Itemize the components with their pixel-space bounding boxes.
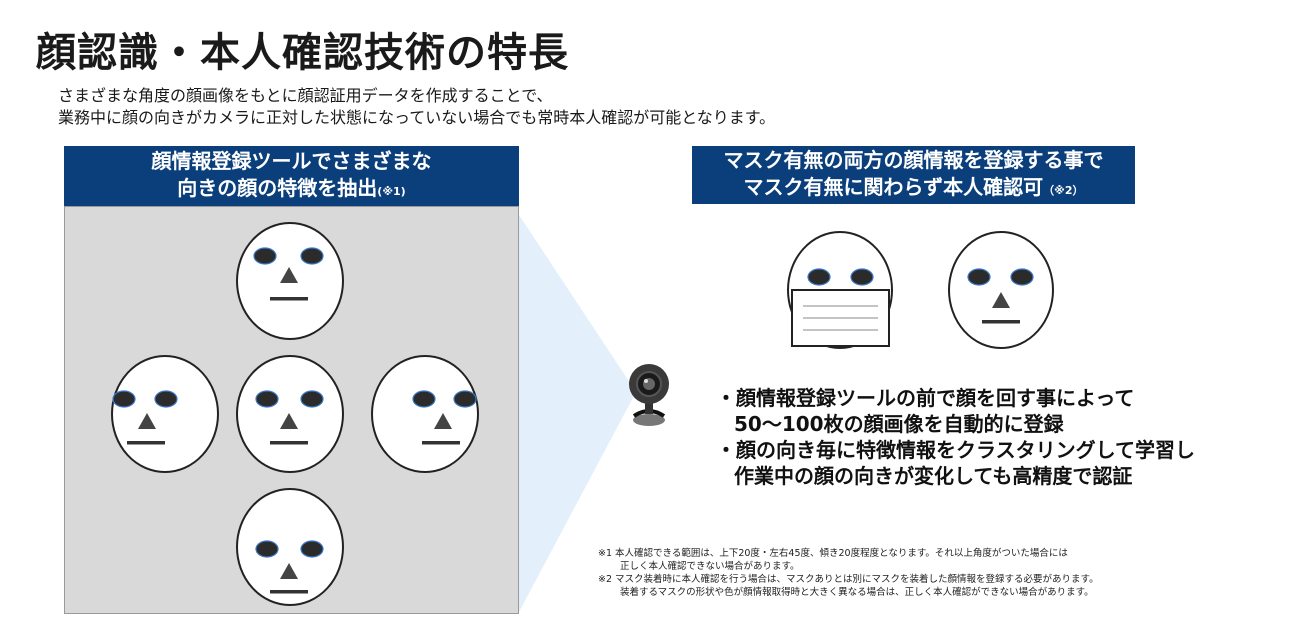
bullet-2-line-1: ・顔の向き毎に特徴情報をクラスタリングして学習し	[716, 438, 1195, 462]
note-2-line-2: 装着するマスクの形状や色が顔情報取得時と大きく異なる場合は、正しく本人確認ができ…	[620, 587, 1094, 598]
left-banner-note: (※1)	[377, 185, 406, 198]
right-banner-line-1: マスク有無の両方の顔情報を登録する事で	[723, 148, 1104, 172]
subtitle-line-1: さまざまな角度の顔画像をもとに顔認証用データを作成することで、	[58, 86, 553, 105]
face-orientation-panel	[64, 206, 519, 614]
face-left-icon	[111, 355, 219, 473]
masked-face-icon	[787, 231, 893, 349]
right-banner-note: （※2）	[1043, 184, 1084, 197]
face-right-icon	[371, 355, 479, 473]
face-up-icon	[236, 222, 344, 340]
right-banner: マスク有無の両方の顔情報を登録する事で マスク有無に関わらず本人確認可（※2）	[692, 146, 1135, 204]
bullet-1-line-1: ・顔情報登録ツールの前で顔を回す事によって	[716, 386, 1135, 410]
note-2-line-1: ※2 マスク装着時に本人確認を行う場合は、マスクありとは別にマスクを装着した顔情…	[598, 574, 1099, 585]
page-title: 顔認識・本人確認技術の特長	[36, 30, 569, 76]
face-down-icon	[236, 488, 344, 606]
note-1-line-2: 正しく本人確認できない場合があります。	[620, 561, 800, 572]
page-subtitle: さまざまな角度の顔画像をもとに顔認証用データを作成することで、 業務中に顔の向き…	[58, 85, 775, 129]
bullet-1-line-2: 50～100枚の顔画像を自動的に登録	[734, 412, 1064, 436]
face-front-icon	[236, 355, 344, 473]
note-1-line-1: ※1 本人確認できる範囲は、上下20度・左右45度、傾き20度程度となります。そ…	[598, 548, 1068, 559]
right-banner-line-2: マスク有無に関わらず本人確認可	[743, 175, 1044, 199]
feature-bullets: ・顔情報登録ツールの前で顔を回す事によって 50～100枚の顔画像を自動的に登録…	[716, 385, 1195, 489]
left-banner-line-2: 向きの顔の特徴を抽出	[177, 176, 378, 200]
left-banner-line-1: 顔情報登録ツールでさまざまな	[151, 149, 432, 173]
bullet-2-line-2: 作業中の顔の向きが変化しても高精度で認証	[734, 464, 1133, 488]
unmasked-face-icon	[948, 231, 1054, 349]
webcam-icon	[629, 364, 669, 426]
subtitle-line-2: 業務中に顔の向きがカメラに正対した状態になっていない場合でも常時本人確認が可能と…	[58, 108, 776, 127]
left-banner: 顔情報登録ツールでさまざまな 向きの顔の特徴を抽出(※1)	[64, 146, 519, 206]
footnotes: ※1 本人確認できる範囲は、上下20度・左右45度、傾き20度程度となります。そ…	[598, 547, 1099, 599]
